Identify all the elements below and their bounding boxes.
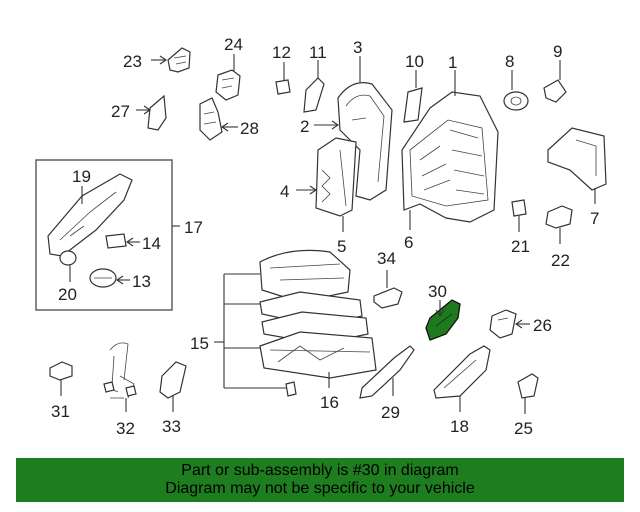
part-1-seatback-frame xyxy=(401,91,499,223)
notice-line-1: Part or sub-assembly is #30 in diagram xyxy=(181,462,459,479)
part-3-seatback-cover xyxy=(337,82,393,201)
callout-13: 22 xyxy=(551,251,570,270)
part-33-cover xyxy=(159,361,187,399)
callout-30: 30 xyxy=(428,282,447,301)
callout-23: 23 xyxy=(123,52,142,71)
callout-12: 12 xyxy=(272,43,291,62)
callout-17: 17 xyxy=(184,218,203,237)
part-19-side-trim xyxy=(47,173,133,257)
callout-7: 7 xyxy=(590,209,599,228)
part-29-rail xyxy=(359,345,415,399)
callout-27: 27 xyxy=(111,102,130,121)
callout-2: 2 xyxy=(300,117,309,136)
part-27-bracket xyxy=(147,94,167,131)
group-box-17 xyxy=(35,159,173,311)
callout-33: 33 xyxy=(162,417,181,436)
callout-10: 10 xyxy=(405,52,424,71)
callout-4: 4 xyxy=(280,182,289,201)
part-bolt xyxy=(285,381,297,397)
part-11-trim xyxy=(303,77,325,113)
callout-18: 18 xyxy=(450,417,469,436)
part-12-knob xyxy=(275,79,291,95)
callout-14: 21 xyxy=(511,237,530,256)
part-24-clip xyxy=(215,69,241,101)
parts-diagram: 23 24 12 11 3 10 1 8 xyxy=(35,35,607,438)
part-13-block xyxy=(545,205,573,229)
callout-19: 19 xyxy=(72,167,91,186)
callout-11: 11 xyxy=(309,43,327,62)
notice-banner: Part or sub-assembly is #30 in diagram D… xyxy=(16,458,624,502)
part-9-latch xyxy=(543,79,567,103)
part-28-hinge xyxy=(199,97,223,141)
part-4-seatback-pad xyxy=(315,137,357,217)
part-21-knob xyxy=(89,268,117,288)
callout-21: 13 xyxy=(132,272,151,291)
part-30-highlighted xyxy=(425,299,461,341)
callout-32: 32 xyxy=(116,419,135,438)
part-23-bracket xyxy=(167,47,191,73)
callout-16: 16 xyxy=(320,393,339,412)
callout-5: 5 xyxy=(337,237,346,256)
part-14-clip xyxy=(511,199,527,217)
part-20-switch xyxy=(105,233,127,249)
part-22-button xyxy=(59,250,77,266)
callout-22: 20 xyxy=(58,285,77,304)
callout-26: 26 xyxy=(533,316,552,335)
callout-28: 28 xyxy=(240,119,259,138)
notice-line-2: Diagram may not be specific to your vehi… xyxy=(165,480,475,497)
callout-15: 15 xyxy=(190,334,209,353)
callout-3: 3 xyxy=(353,38,362,57)
callout-1: 1 xyxy=(448,53,457,72)
part-26-bracket xyxy=(489,309,517,339)
callout-34: 34 xyxy=(377,249,396,268)
callout-8: 8 xyxy=(505,52,514,71)
part-32-wire-harness xyxy=(103,342,137,399)
callout-29: 29 xyxy=(381,403,400,422)
callout-6: 6 xyxy=(404,233,413,252)
callout-31: 31 xyxy=(51,402,70,421)
part-34-cover xyxy=(373,287,403,309)
part-7-rear-panel xyxy=(547,127,607,191)
callout-9: 9 xyxy=(553,42,562,61)
callout-24: 24 xyxy=(224,35,243,54)
part-10-panel xyxy=(403,87,423,123)
part-cushion-stack xyxy=(259,249,377,379)
part-25-bracket xyxy=(517,373,539,399)
callout-20: 14 xyxy=(142,234,161,253)
part-8-guide xyxy=(503,91,529,111)
part-31-block xyxy=(49,361,73,381)
callout-25: 25 xyxy=(514,419,533,438)
part-18-side-cover xyxy=(433,345,491,399)
